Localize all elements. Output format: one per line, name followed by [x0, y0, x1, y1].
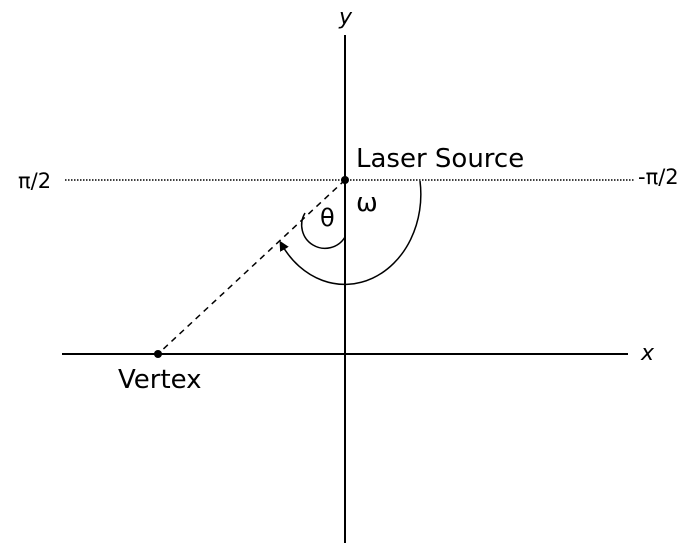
omega-label: ω [356, 188, 378, 218]
vertex-label: Vertex [118, 365, 202, 395]
laser-source-point [341, 176, 349, 184]
reference-left-label: π/2 [18, 169, 51, 193]
laser-source-label: Laser Source [356, 144, 524, 174]
omega-arc [279, 180, 422, 286]
theta-arc [300, 212, 346, 250]
x-axis-label: x [640, 341, 655, 366]
theta-label: θ [320, 204, 335, 232]
reference-right-label: -π/2 [638, 165, 679, 189]
y-axis-label: y [338, 5, 353, 30]
beam-line [157, 179, 346, 355]
vertex-point [154, 350, 162, 358]
